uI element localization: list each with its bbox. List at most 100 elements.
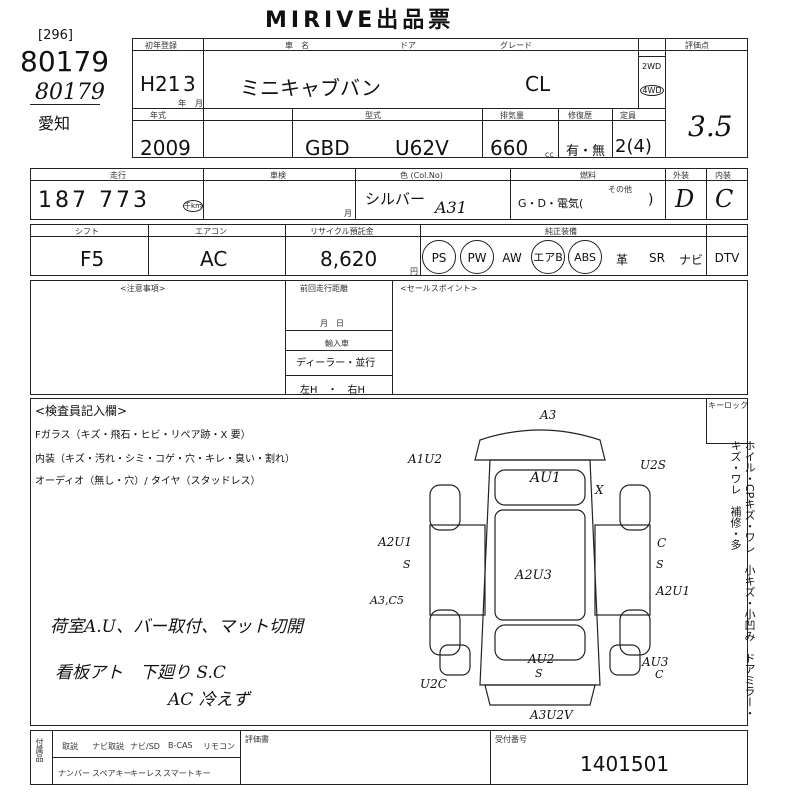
equip-abs: ABS (568, 240, 602, 274)
label-mileage: 走行 (110, 171, 126, 180)
equip-ps: PS (422, 240, 456, 274)
label-import: 輸入車 (325, 339, 349, 348)
label-displacement: 排気量 (500, 111, 524, 120)
era-value: H21 (140, 72, 181, 96)
equip-navi: ナビ (678, 253, 703, 267)
label-year: 年式 (150, 111, 166, 120)
label-score: 評価点 (685, 41, 709, 50)
mileage-value: 187 773 (38, 188, 150, 213)
unit-yen: 円 (410, 267, 418, 276)
fuel-close-paren: ) (648, 192, 654, 208)
label-recycle: リサイクル預託金 (310, 227, 374, 236)
notes-section (30, 280, 748, 395)
label-caution: <注意事項> (120, 284, 166, 293)
score-value: 3.5 (688, 110, 733, 143)
damage-mark: A2U3 (515, 568, 552, 583)
keylock-box (706, 398, 748, 444)
damage-mark: X (595, 483, 604, 497)
displacement-value: 660 (490, 136, 529, 160)
year-ad-value: 2009 (140, 136, 191, 160)
unit-year: 年 (178, 99, 186, 108)
note-interior: 内装（キズ・汚れ・シミ・コゲ・穴・キレ・臭い・割れ） (35, 454, 295, 465)
label-aircon: エアコン (195, 227, 227, 236)
grade-value: CL (525, 72, 551, 96)
model-prefix-value: GBD (305, 136, 350, 160)
bottom-cell: ナビ/SD (130, 742, 160, 751)
model-code-value: U62V (395, 136, 449, 160)
label-month-day: 月 日 (320, 319, 344, 328)
form-title: MIRIVE出品票 (265, 8, 455, 33)
dealer-parallel: ディーラー・並行 (296, 358, 376, 369)
recycle-value: 8,620 (320, 247, 378, 271)
repair-value: 有・無 (566, 144, 606, 159)
bottom-cell: キーレス (130, 769, 162, 778)
label-first-registration: 初年登録 (145, 41, 177, 50)
color-value: シルバー (365, 190, 426, 208)
damage-mark: U2S (640, 458, 666, 472)
damage-mark: S (656, 558, 664, 571)
bottom-cell: スマートキー (163, 769, 211, 778)
bottom-cell: ナンバー (58, 769, 90, 778)
label-capacity: 定員 (620, 111, 636, 120)
label-prev-mileage: 前回走行距離 (300, 284, 348, 293)
interior-grade-value: C (715, 185, 734, 213)
damage-mark: U2C (420, 677, 447, 691)
unit-cc: cc (545, 150, 554, 159)
label-sales-point: <セールスポイント> (400, 284, 478, 293)
damage-mark: S (535, 667, 543, 680)
aircon-value: AC (200, 247, 228, 271)
note-hand-1: 荷室A.U、バー取付、マット切開 (50, 617, 304, 637)
label-model-name: 車 名 (285, 41, 309, 50)
damage-mark: C (655, 668, 664, 681)
month-value: 3 (183, 72, 196, 96)
damage-mark: A2U1 (656, 584, 691, 598)
label-accessories: 付属品 (35, 738, 44, 762)
handle-side: 左H ・ 右H (300, 385, 366, 396)
bottom-cell: スペアキー (92, 769, 132, 778)
label-inspector: <検査員記入欄> (35, 404, 128, 418)
note-hand-2: 看板アト 下廻り S.C (55, 663, 226, 683)
lot-number: 80179 (20, 45, 110, 78)
bottom-cell: 取説 (62, 742, 78, 751)
fuel-other-label: その他 (608, 185, 632, 194)
note-glass: Fガラス（キズ・飛石・ヒビ・リペア跡・X 要） (35, 430, 251, 441)
lot-number-handwritten: 80179 (35, 80, 105, 105)
damage-mark: A3U2V (530, 708, 573, 722)
label-exterior: 外装 (673, 171, 689, 180)
equip-dtv: DTV (714, 251, 740, 265)
area-label: 愛知 (38, 114, 71, 133)
side-notes: ホイル・CPキズ・ワレ 小キズ・小凹み ドアミラー・キズ・ワレ 補修・多 (729, 440, 756, 719)
equip-sunroof: SR (649, 251, 665, 265)
bottom-strip (30, 730, 748, 785)
inspector-section (30, 398, 748, 726)
mileage-row (30, 168, 748, 220)
label-inspection: 車検 (270, 171, 286, 180)
label-interior: 内装 (715, 171, 731, 180)
damage-mark: AU2 (528, 652, 555, 666)
label-fuel: 燃料 (580, 171, 596, 180)
unit-shaken-month: 月 (344, 209, 352, 218)
damage-mark: C (657, 536, 667, 550)
label-model-code: 型式 (365, 111, 381, 120)
car-diagram (429, 429, 651, 706)
capacity-value: 2(4) (615, 136, 652, 157)
drive-4wd-circle: 4WD (640, 85, 664, 96)
equip-leather: 革 (615, 253, 628, 267)
equip-aw: AW (502, 251, 522, 265)
header-grid (132, 38, 748, 158)
fuel-value: G・D・電気( (518, 197, 584, 210)
damage-mark: A3,C5 (370, 594, 404, 607)
label-shift: シフト (75, 227, 99, 236)
damage-mark: AU3 (642, 655, 669, 669)
equip-pw: PW (460, 240, 494, 274)
model-name-value: ミニキャブバン (240, 76, 381, 100)
damage-mark: A2U1 (378, 535, 413, 549)
label-door: ドア (400, 41, 416, 50)
equip-airbag: エアB (531, 240, 565, 274)
label-receipt-number: 受付番号 (495, 735, 527, 744)
label-repair: 修復歴 (568, 111, 592, 120)
shift-value: F5 (80, 247, 105, 271)
exterior-grade-value: D (675, 185, 695, 213)
lot-code: [296] (38, 28, 73, 43)
label-equipment: 純正装備 (545, 227, 577, 236)
